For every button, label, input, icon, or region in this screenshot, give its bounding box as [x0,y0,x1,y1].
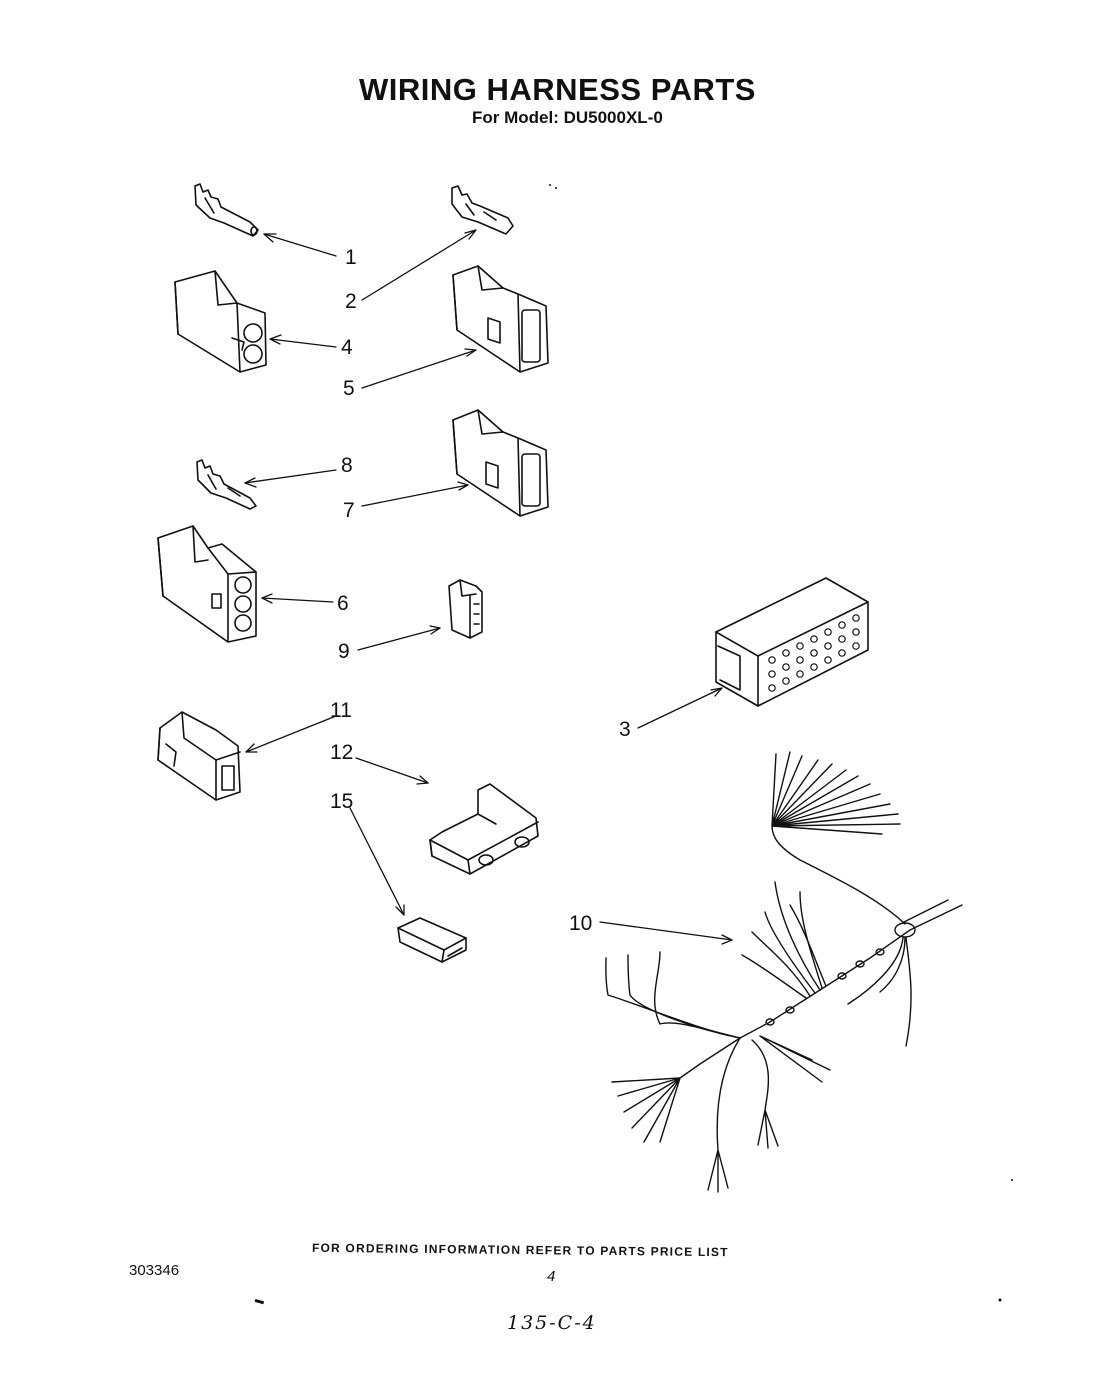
callout-6: 6 [337,592,349,615]
callout-1: 1 [345,246,357,269]
callout-9: 9 [338,640,350,663]
part-7-connector [452,409,549,517]
callout-4: 4 [341,336,353,359]
callout-11: 11 [330,699,352,722]
document-number: 303346 [129,1262,180,1279]
callout-12: 12 [330,741,353,764]
leader-lines [244,229,733,945]
page-title: WIRING HARNESS PARTS [359,72,756,107]
callout-8: 8 [341,454,353,477]
callout-15: 15 [330,790,353,813]
handwritten-code: 135-C-4 [507,1312,597,1334]
part-12-connector [429,783,539,875]
model-subtitle: For Model: DU5000XL-0 [472,108,663,127]
part-2-terminal [451,185,514,235]
part-5-connector [452,265,549,373]
part-15-clip [397,917,467,963]
part-4-connector [174,270,267,373]
callout-7: 7 [343,499,355,522]
scan-marks [254,184,1013,1305]
part-11-connector [157,711,241,801]
callout-2: 2 [345,290,357,313]
part-3-block [715,577,869,707]
part-8-terminal [196,459,257,510]
part-1-terminal [194,183,259,237]
page-number: 4 [547,1268,556,1285]
callout-3: 3 [619,718,631,741]
part-6-connector [157,525,257,643]
callout-5: 5 [343,377,355,400]
part-10-harness [605,751,963,1193]
part-9-block [448,579,483,639]
callout-numbers: 1 2 4 5 8 7 6 9 11 12 15 3 10 [330,246,631,935]
callout-10: 10 [569,912,592,935]
